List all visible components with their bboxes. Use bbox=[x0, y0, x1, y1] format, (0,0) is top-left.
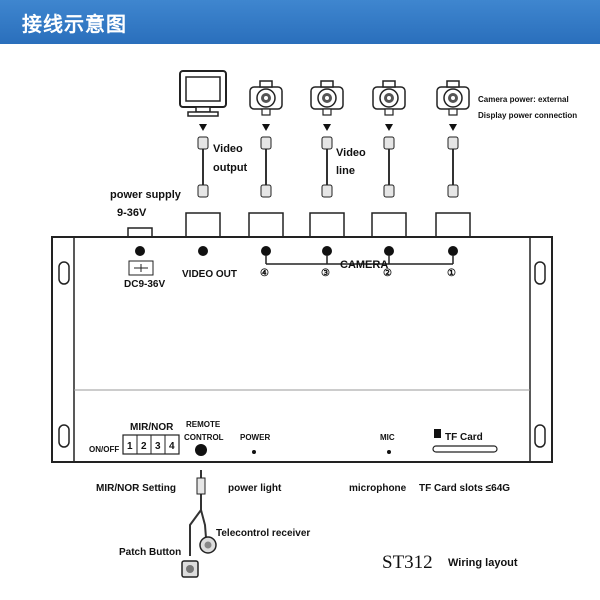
camera-label: CAMERA bbox=[340, 259, 388, 271]
power-supply-label: power supply bbox=[110, 189, 182, 201]
microphone-label: microphone bbox=[349, 483, 407, 494]
video-out-jack bbox=[198, 246, 208, 256]
camera-port-3: ③ bbox=[321, 268, 330, 279]
video-output-label-line1: Video bbox=[213, 143, 243, 155]
video-out-connector bbox=[185, 212, 221, 238]
video-out-label: VIDEO OUT bbox=[182, 269, 237, 280]
on-off-label: ON/OFF bbox=[89, 445, 119, 454]
camera-cable-1 bbox=[447, 136, 459, 198]
camera-icon-4 bbox=[249, 80, 283, 116]
video-line-label-line2: line bbox=[336, 165, 355, 177]
patch-button-label: Patch Button bbox=[119, 547, 181, 558]
tf-slots-label: TF Card slots ≤64G bbox=[419, 483, 510, 494]
mir-nor-label: MIR/NOR bbox=[130, 422, 174, 433]
device-body bbox=[51, 236, 553, 463]
camera-icon-3 bbox=[310, 80, 344, 116]
control-label: CONTROL bbox=[184, 433, 224, 442]
camera-port-1: ① bbox=[447, 268, 456, 279]
mic-label: MIC bbox=[380, 433, 395, 442]
remote-control-jack bbox=[195, 444, 207, 456]
mir-nor-setting-label: MIR/NOR Setting bbox=[96, 483, 176, 494]
page-title: 接线示意图 bbox=[22, 12, 127, 36]
switch-4: 4 bbox=[169, 441, 175, 452]
camera-bracket bbox=[265, 256, 454, 265]
display-power-label: Display power connection bbox=[478, 111, 577, 120]
dc-label: DC9-36V bbox=[124, 279, 165, 290]
tf-card-slot bbox=[432, 445, 498, 453]
camera-jack-1 bbox=[448, 246, 458, 256]
camera-cable-2 bbox=[383, 136, 395, 198]
power-connector bbox=[127, 227, 153, 238]
power-led bbox=[252, 450, 256, 454]
camera-cable-3 bbox=[321, 136, 333, 198]
camera-jack-3 bbox=[322, 246, 332, 256]
remote-label: REMOTE bbox=[186, 420, 221, 429]
camera-jack-4 bbox=[261, 246, 271, 256]
wiring-layout-label: Wiring layout bbox=[448, 557, 518, 569]
camera-jack-2 bbox=[384, 246, 394, 256]
camera-icon-2 bbox=[372, 80, 406, 116]
power-label: POWER bbox=[240, 433, 270, 442]
camera-connector-4 bbox=[248, 212, 284, 238]
remote-plug bbox=[196, 477, 206, 495]
telecontrol-receiver-icon bbox=[199, 536, 217, 554]
camera-connector-2 bbox=[371, 212, 407, 238]
camera-connector-1 bbox=[435, 212, 471, 238]
video-line-label-line1: Video bbox=[336, 147, 366, 159]
patch-button-icon bbox=[181, 560, 199, 578]
power-light-label: power light bbox=[228, 483, 282, 494]
video-output-cable bbox=[197, 136, 209, 198]
camera-connector-3 bbox=[309, 212, 345, 238]
switch-1: 1 bbox=[127, 441, 133, 452]
dc-symbol-icon bbox=[128, 260, 154, 276]
camera-port-2: ② bbox=[383, 268, 392, 279]
switch-3: 3 bbox=[155, 441, 161, 452]
arrow-icons bbox=[199, 124, 457, 131]
header-banner: 接线示意图 bbox=[0, 0, 600, 44]
sd-card-icon bbox=[434, 429, 441, 438]
mic-hole bbox=[387, 450, 391, 454]
camera-port-4: ④ bbox=[260, 268, 269, 279]
voltage-label: 9-36V bbox=[117, 207, 147, 219]
video-output-label-line2: output bbox=[213, 162, 248, 174]
camera-power-label: Camera power: external bbox=[478, 95, 569, 104]
telecontrol-label: Telecontrol receiver bbox=[216, 528, 310, 539]
camera-cable-4 bbox=[260, 136, 272, 198]
tf-card-label: TF Card bbox=[445, 432, 483, 443]
model-label: ST312 bbox=[382, 552, 433, 573]
dip-switch bbox=[122, 434, 180, 455]
switch-2: 2 bbox=[141, 441, 147, 452]
camera-icon-1 bbox=[436, 80, 470, 116]
dc-power-jack bbox=[135, 246, 145, 256]
monitor-icon bbox=[179, 70, 227, 117]
